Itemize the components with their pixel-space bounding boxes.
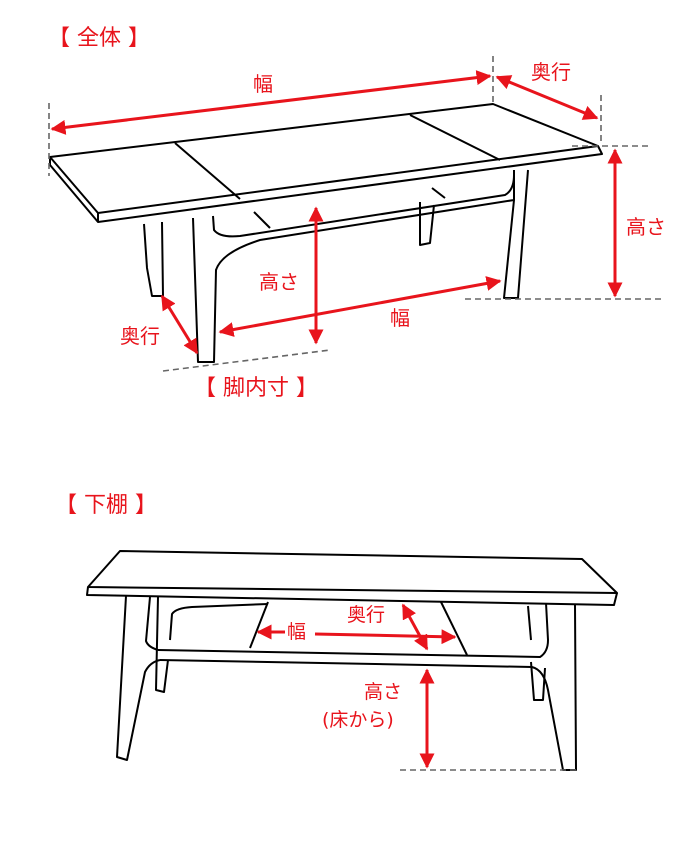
leg-inner-width-label: 幅 [390, 306, 410, 330]
overall-width-label: 幅 [253, 72, 273, 96]
leg-inner-height-label: 高さ [259, 270, 299, 294]
lower-shelf-dimension-arrows [256, 603, 457, 769]
lower-shelf-depth-label: 奥行 [347, 604, 386, 626]
lower-shelf-height-label: 高さ [364, 681, 403, 703]
lower-shelf-table-illustration [86, 550, 618, 771]
lower-shelf-height-note: (床から) [322, 709, 394, 731]
overall-height-label: 高さ [626, 215, 666, 239]
leg-inner-depth-label: 奥行 [120, 324, 160, 348]
lower-shelf-section-title: 【 下棚 】 [55, 493, 157, 518]
overall-depth-label: 奥行 [531, 60, 571, 84]
lower-shelf-width-label: 幅 [287, 621, 307, 643]
overall-dimension-arrows [50, 70, 623, 355]
overall-section-title: 【 全体 】 [48, 26, 150, 51]
leg-inner-section-title: 【 脚内寸 】 [194, 376, 318, 401]
